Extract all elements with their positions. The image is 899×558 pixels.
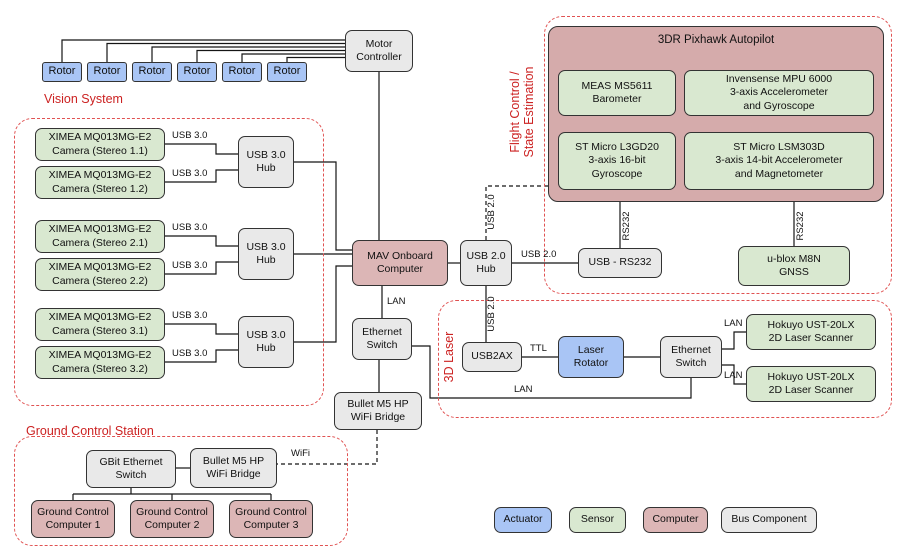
- usb3-hub-1: USB 3.0 Hub: [238, 136, 294, 188]
- ground-control-computer-2: Ground Control Computer 2: [130, 500, 214, 538]
- vision-system-label: Vision System: [44, 92, 123, 106]
- usb-rs232-adapter: USB - RS232: [578, 248, 662, 278]
- lan-label-hokuyo1: LAN: [724, 318, 743, 329]
- laser-region-label: 3D Laser: [442, 331, 456, 383]
- edge-cam12-hub1: [165, 169, 238, 183]
- camera-stereo-1-2: XIMEA MQ013MG-E2 Camera (Stereo 1.2): [35, 166, 165, 199]
- usb3-hub-3: USB 3.0 Hub: [238, 316, 294, 368]
- edge-laserswitch-mainswitch: [412, 345, 692, 399]
- rotor-4: Rotor: [177, 62, 217, 82]
- edge-rotor-2: [106, 42, 345, 62]
- edge-rotor-4: [196, 49, 345, 62]
- usb3-hub-2: USB 3.0 Hub: [238, 228, 294, 280]
- flight-control-region: [544, 16, 892, 294]
- rotor-1: Rotor: [42, 62, 82, 82]
- usb2-label-down: USB 2.0: [486, 296, 497, 332]
- usb2-label-h: USB 2.0: [521, 249, 557, 260]
- camera-stereo-3-1: XIMEA MQ013MG-E2 Camera (Stereo 3.1): [35, 308, 165, 341]
- camera-stereo-2-2: XIMEA MQ013MG-E2 Camera (Stereo 2.2): [35, 258, 165, 291]
- camera-stereo-1-1: XIMEA MQ013MG-E2 Camera (Stereo 1.1): [35, 128, 165, 161]
- motor-controller: Motor Controller: [345, 30, 413, 72]
- laser-ethernet-switch: Ethernet Switch: [660, 336, 722, 378]
- legend-actuator: Actuator: [494, 507, 552, 533]
- rotor-3: Rotor: [132, 62, 172, 82]
- usb2ax-adapter: USB2AX: [462, 342, 522, 372]
- gcs-wifi-bridge: Bullet M5 HP WiFi Bridge: [190, 448, 277, 488]
- lan-label-hokuyo2: LAN: [724, 370, 743, 381]
- edge-usb2hub-pixhawk: [485, 185, 548, 240]
- imu-mpu6000: Invensense MPU 6000 3-axis Accelerometer…: [684, 70, 874, 116]
- usb3-label-3: USB 3.0: [172, 222, 208, 233]
- edge-switch-hokuyo1: [722, 331, 746, 350]
- imu-lsm303d: ST Micro LSM303D 3-axis 14-bit Accelerom…: [684, 132, 874, 190]
- edge-switch-hokuyo2: [722, 364, 746, 385]
- barometer-ms5611: MEAS MS5611 Barometer: [558, 70, 676, 116]
- onboard-wifi-bridge: Bullet M5 HP WiFi Bridge: [334, 392, 422, 430]
- rotor-2: Rotor: [87, 62, 127, 82]
- usb3-label-4: USB 3.0: [172, 260, 208, 271]
- wifi-label: WiFi: [291, 448, 310, 459]
- usb3-label-5: USB 3.0: [172, 310, 208, 321]
- edge-cam22-hub2: [165, 261, 238, 275]
- edge-hub1-mav: [294, 161, 352, 251]
- laser-scanner-2: Hokuyo UST-20LX 2D Laser Scanner: [746, 366, 876, 402]
- ground-control-computer-3: Ground Control Computer 3: [229, 500, 313, 538]
- rotor-6: Rotor: [267, 62, 307, 82]
- usb3-label-6: USB 3.0: [172, 348, 208, 359]
- lan-label-mav: LAN: [387, 296, 406, 307]
- legend-bus-component: Bus Component: [721, 507, 817, 533]
- usb2-label-up: USB 2.0: [486, 194, 497, 230]
- laser-rotator: Laser Rotator: [558, 336, 624, 378]
- edge-rotor-1: [61, 39, 345, 62]
- rs232-label-1: RS232: [621, 211, 632, 241]
- gcs-region-label: Ground Control Station: [26, 424, 154, 438]
- gyro-l3gd20: ST Micro L3GD20 3-axis 16-bit Gyroscope: [558, 132, 676, 190]
- ttl-label: TTL: [530, 343, 547, 354]
- edge-rotor-3: [151, 46, 345, 62]
- usb3-label-2: USB 3.0: [172, 168, 208, 179]
- lan-label-laser: LAN: [514, 384, 533, 395]
- camera-stereo-2-1: XIMEA MQ013MG-E2 Camera (Stereo 2.1): [35, 220, 165, 253]
- edge-rotor-5: [241, 53, 345, 62]
- flight-control-label: Flight Control / State Estimation: [508, 66, 536, 158]
- camera-stereo-3-2: XIMEA MQ013MG-E2 Camera (Stereo 3.2): [35, 346, 165, 379]
- legend-sensor: Sensor: [569, 507, 626, 533]
- laser-region: [438, 300, 892, 418]
- rs232-label-2: RS232: [795, 211, 806, 241]
- gcs-gbit-switch: GBit Ethernet Switch: [86, 450, 176, 488]
- legend-computer: Computer: [643, 507, 708, 533]
- edge-cam21-hub2: [165, 235, 238, 247]
- ground-control-computer-1: Ground Control Computer 1: [31, 500, 115, 538]
- mav-onboard-computer: MAV Onboard Computer: [352, 240, 448, 286]
- usb3-label-1: USB 3.0: [172, 130, 208, 141]
- edge-cam11-hub1: [165, 143, 238, 155]
- usb2-hub: USB 2.0 Hub: [460, 240, 512, 286]
- laser-scanner-1: Hokuyo UST-20LX 2D Laser Scanner: [746, 314, 876, 350]
- edge-hub3-mav: [294, 265, 352, 343]
- pixhawk-title: 3DR Pixhawk Autopilot: [657, 34, 775, 46]
- edge-rotor-6: [286, 56, 345, 62]
- vision-system-region: [14, 118, 324, 406]
- main-ethernet-switch: Ethernet Switch: [352, 318, 412, 360]
- gcs-region: [14, 436, 348, 546]
- rotor-5: Rotor: [222, 62, 262, 82]
- edge-bridge-gcsbridge: [277, 430, 378, 465]
- edge-cam32-hub3: [165, 349, 238, 363]
- gnss-ublox-m8n: u-blox M8N GNSS: [738, 246, 850, 286]
- edge-cam31-hub3: [165, 323, 238, 335]
